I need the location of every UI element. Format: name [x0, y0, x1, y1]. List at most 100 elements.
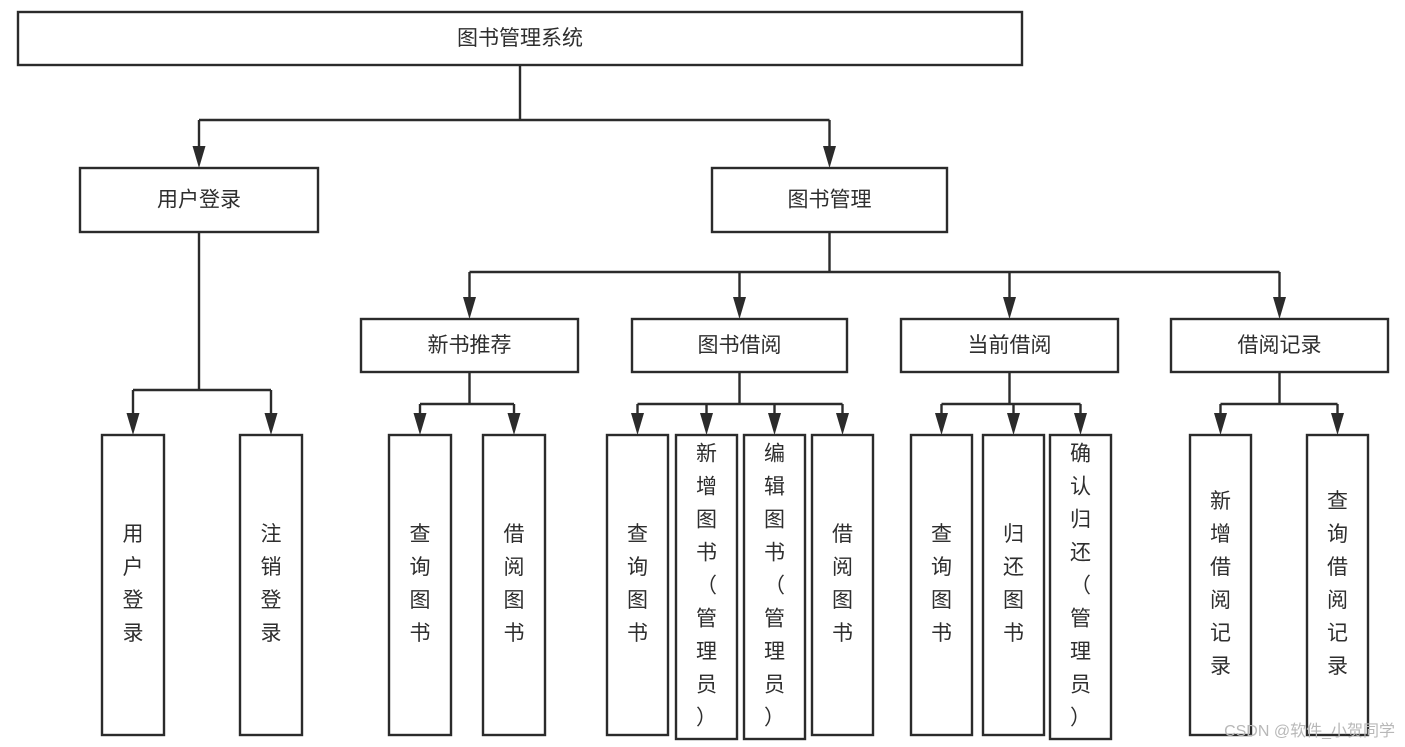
node-box [16, 10, 1024, 67]
node-label-char: 编 [764, 443, 785, 466]
node-label-char: 查 [627, 523, 648, 546]
arrow-head-icon [192, 146, 206, 168]
node-label-char: 记 [1210, 622, 1231, 645]
arrow-head-icon [935, 413, 948, 435]
node-label-char: 录 [1327, 655, 1348, 678]
node-label-char: 管 [696, 608, 717, 631]
node-box [1048, 433, 1113, 741]
node-label-char: （ [1070, 575, 1091, 598]
node-user-login[interactable]: 用户登录 [78, 166, 320, 234]
node-box [387, 433, 453, 737]
node-label: 图书管理 [788, 189, 872, 212]
node-label-char: 书 [764, 542, 785, 565]
arrow-head-icon [700, 413, 713, 435]
node-box [909, 433, 974, 737]
node-label-char: 书 [627, 622, 648, 645]
arrow-head-icon [126, 413, 140, 435]
node-label-char: 员 [764, 674, 785, 697]
node-book-borrow[interactable]: 图书借阅 [630, 317, 849, 374]
node-label-char: 询 [627, 556, 648, 579]
arrow-head-icon [1003, 297, 1016, 319]
node-label: 用户登录 [157, 189, 241, 212]
node-label-char: 记 [1327, 622, 1348, 645]
node-label-char: （ [764, 575, 785, 598]
node-label-char: 阅 [832, 556, 853, 579]
node-box [78, 166, 320, 234]
node-label-char: 书 [832, 622, 853, 645]
node-label-char: 查 [1327, 490, 1348, 513]
node-label-char: 录 [261, 622, 282, 645]
arrow-head-icon [1273, 297, 1286, 319]
node-label-char: 理 [1070, 641, 1091, 664]
node-book-manage[interactable]: 图书管理 [710, 166, 949, 234]
node-box [742, 433, 807, 741]
node-current-borrow[interactable]: 当前借阅 [899, 317, 1120, 374]
csdn-watermark: CSDN @软件_小贺同学 [1224, 723, 1395, 740]
node-label-char: 户 [123, 556, 144, 579]
node-label-char: 书 [410, 622, 431, 645]
node-label-char: 查 [931, 523, 952, 546]
node-label-char: 图 [1003, 589, 1024, 612]
node-leaf-user-login[interactable]: 用户登录 [100, 433, 166, 737]
node-label-char: 确 [1070, 443, 1091, 466]
node-label-char: 新 [696, 443, 717, 466]
node-label-char: 借 [1210, 556, 1231, 579]
node-root-图书管理系统[interactable]: 图书管理系统 [16, 10, 1024, 67]
node-box [981, 433, 1046, 737]
node-box [238, 433, 304, 737]
node-box [674, 433, 739, 741]
node-label-char: 登 [123, 589, 144, 612]
node-label: 新书推荐 [428, 334, 512, 357]
node-box [810, 433, 875, 737]
arrow-head-icon [1007, 413, 1020, 435]
node-label-char: 查 [410, 523, 431, 546]
node-label-char: 阅 [1210, 589, 1231, 612]
node-box [1305, 433, 1370, 737]
node-label-char: ） [696, 707, 717, 730]
node-borrow-record[interactable]: 借阅记录 [1169, 317, 1390, 374]
node-box [359, 317, 580, 374]
arrow-head-icon [768, 413, 781, 435]
node-box [1188, 433, 1253, 737]
node-label-char: ） [764, 707, 785, 730]
node-label-char: 书 [1003, 622, 1024, 645]
node-label: 当前借阅 [968, 334, 1052, 357]
node-box [100, 433, 166, 737]
arrow-head-icon [631, 413, 644, 435]
node-label-char: 增 [696, 476, 717, 499]
node-label-char: 新 [1210, 490, 1231, 513]
node-label: 图书借阅 [698, 334, 782, 357]
node-label-char: 管 [764, 608, 785, 631]
node-label-char: 理 [764, 641, 785, 664]
node-label-char: 归 [1070, 509, 1091, 532]
arrow-head-icon [463, 297, 476, 319]
arrow-head-icon [264, 413, 278, 435]
node-box [630, 317, 849, 374]
node-box [710, 166, 949, 234]
node-label-char: 询 [931, 556, 952, 579]
node-label-char: 归 [1003, 523, 1024, 546]
node-label-char: 书 [504, 622, 525, 645]
arrow-head-icon [1214, 413, 1227, 435]
node-label-char: 员 [696, 674, 717, 697]
node-box [481, 433, 547, 737]
arrow-head-icon [413, 413, 427, 435]
node-label-char: 增 [1210, 523, 1231, 546]
node-box [1169, 317, 1390, 374]
node-new-book-rec[interactable]: 新书推荐 [359, 317, 580, 374]
node-label-char: 录 [123, 622, 144, 645]
